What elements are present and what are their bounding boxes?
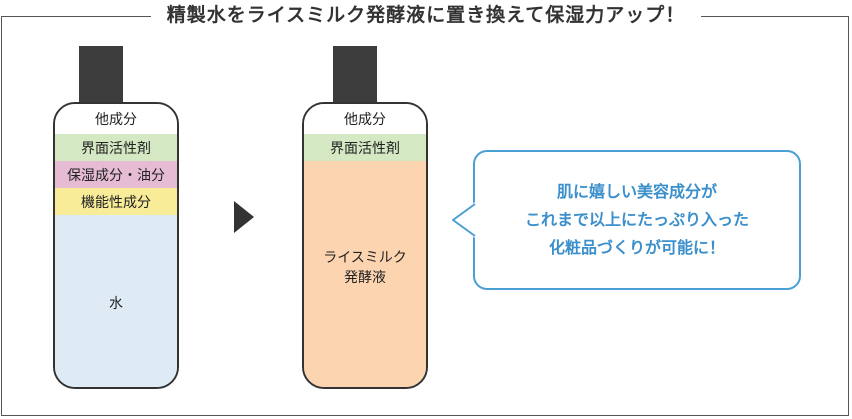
- rice-milk-label-line1: ライスミルク: [323, 250, 407, 266]
- bubble-line-1: 肌に嬉しい美容成分が: [556, 182, 717, 201]
- rice-milk-label-line2: 発酵液: [344, 270, 386, 286]
- bubble-line-3: 化粧品づくりが可能に！: [548, 238, 725, 257]
- layer-water: 水: [55, 215, 177, 387]
- layer-rice-milk: ライスミルク 発酵液: [304, 161, 426, 387]
- arrow-right-icon: [234, 201, 254, 233]
- bubble-line-2: これまで以上にたっぷり入った: [524, 210, 749, 229]
- layer-surfactant: 界面活性剤: [55, 134, 177, 161]
- speech-bubble-tail: [452, 202, 476, 238]
- layer-functional: 機能性成分: [55, 188, 177, 215]
- speech-bubble: 肌に嬉しい美容成分が これまで以上にたっぷり入った 化粧品づくりが可能に！: [473, 150, 801, 290]
- diagram-title-bar: 精製水をライスミルク発酵液に置き換えて保湿力アップ！: [0, 0, 852, 30]
- bottle-before: 他成分 界面活性剤 保湿成分・油分 機能性成分 水: [53, 102, 179, 389]
- bottle-after: 他成分 界面活性剤 ライスミルク 発酵液: [302, 102, 428, 389]
- layer-moisturizer-oil: 保湿成分・油分: [55, 161, 177, 188]
- diagram-title: 精製水をライスミルク発酵液に置き換えて保湿力アップ！: [150, 4, 702, 26]
- layer-surfactant: 界面活性剤: [304, 134, 426, 161]
- layer-other-ingredients: 他成分: [55, 104, 177, 134]
- layer-other-ingredients: 他成分: [304, 104, 426, 134]
- bottle-cap-before: [79, 46, 123, 106]
- bottle-cap-after: [333, 46, 377, 106]
